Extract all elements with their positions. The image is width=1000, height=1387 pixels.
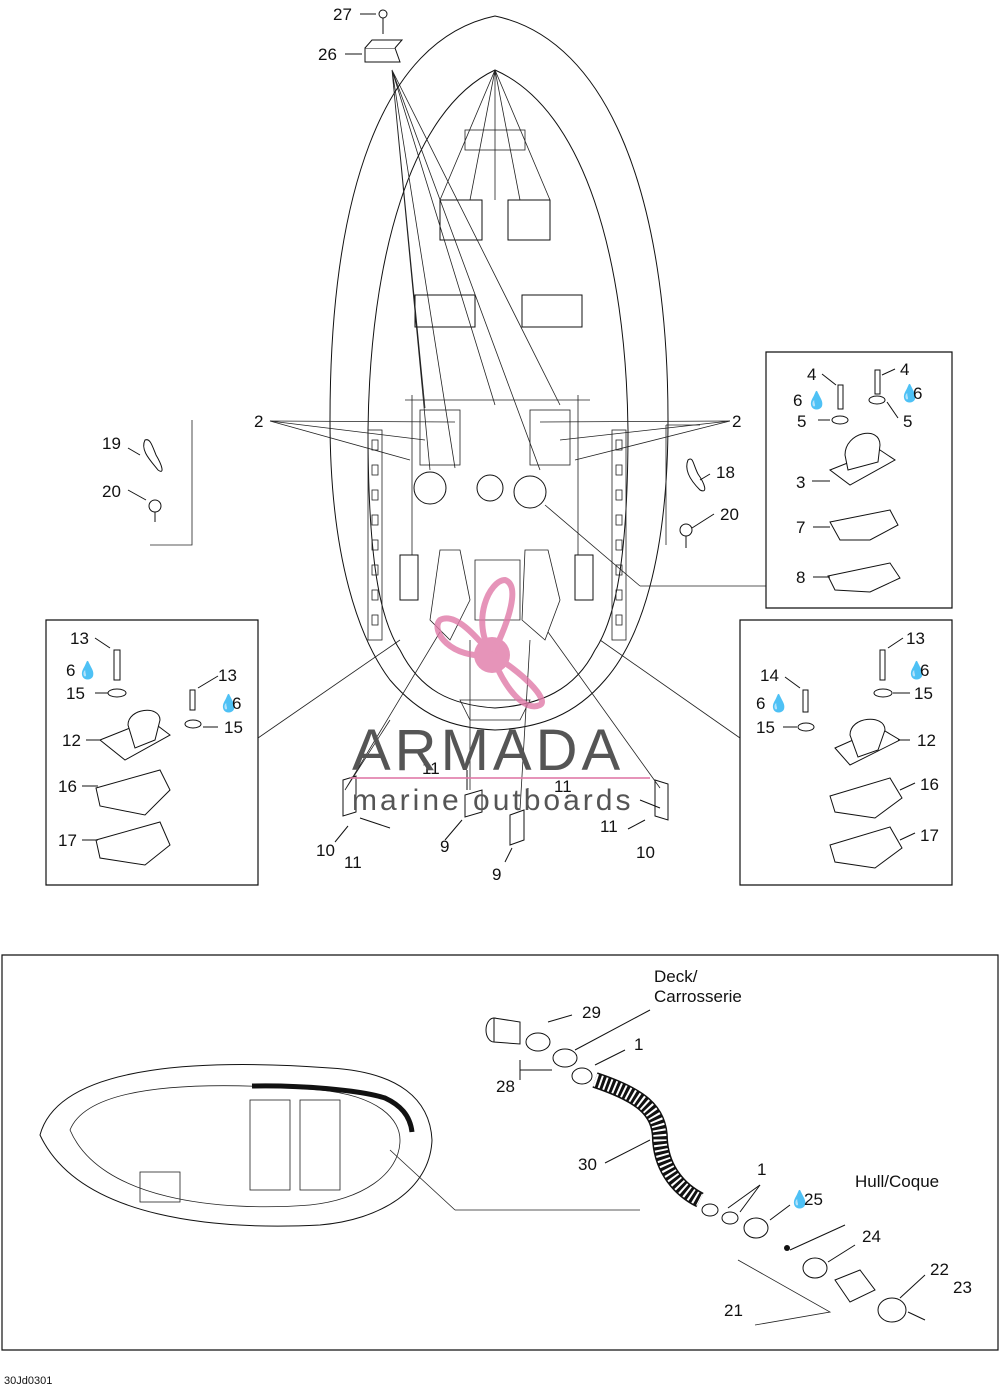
callout-11-a: 11: [422, 759, 440, 778]
oil-drop-icon: 💧: [789, 1189, 810, 1209]
callout-10-a: 10: [316, 841, 335, 860]
callout-17-b: 17: [920, 826, 939, 845]
callout-15-c: 15: [914, 684, 933, 703]
callout-2-left: 2: [254, 412, 263, 431]
detail-box-right-top: [544, 351, 953, 609]
detail-box-right: [599, 619, 953, 886]
drawing-reference: 30Jd0301: [4, 1375, 52, 1387]
callout-5-right: 5: [903, 412, 912, 431]
callout-25: 25: [804, 1190, 823, 1209]
callout-19: 19: [102, 434, 121, 453]
callout-23: 23: [953, 1278, 972, 1297]
vent-section: [1, 954, 999, 1351]
callout-2-leaders: [269, 420, 731, 461]
callout-6-e: 6: [920, 661, 929, 680]
callout-2-right: 2: [732, 412, 741, 431]
callout-18: 18: [716, 463, 735, 482]
callout-labels: 27 26 2 2 19 20 18 20 4 4 6 💧 💧 6 5 5 3 …: [4, 5, 972, 1387]
deck-label-line2: Carrosserie: [654, 987, 742, 1006]
callout-14: 14: [760, 666, 779, 685]
oil-drop-icon: 💧: [806, 390, 827, 410]
callout-20-right: 20: [720, 505, 739, 524]
callout-7: 7: [796, 518, 805, 537]
item-26-27: [345, 9, 561, 471]
callout-29: 29: [582, 1003, 601, 1022]
callout-15-b: 15: [224, 718, 243, 737]
callout-5-left: 5: [797, 412, 806, 431]
callout-28: 28: [496, 1077, 515, 1096]
callout-13-a: 13: [70, 629, 89, 648]
callout-11-c: 11: [600, 817, 618, 836]
hull-label: Hull/Coque: [855, 1172, 939, 1191]
callout-12-b: 12: [917, 731, 936, 750]
callout-20-left: 20: [102, 482, 121, 501]
callout-22: 22: [930, 1260, 949, 1279]
deck-label-line1: Deck/: [654, 967, 698, 986]
detail-18-20: [665, 424, 715, 548]
callout-8: 8: [796, 568, 805, 587]
callout-21: 21: [724, 1301, 743, 1320]
callout-1-b: 1: [757, 1160, 766, 1179]
watermark-title: ARMADA: [352, 718, 624, 783]
callout-11-d: 11: [344, 853, 362, 872]
callout-27: 27: [333, 5, 352, 24]
callout-6-d: 6: [232, 694, 241, 713]
watermark-logo: [350, 576, 650, 779]
callout-1-a: 1: [634, 1035, 643, 1054]
watermark-subtitle: marine outboards: [352, 784, 633, 817]
oil-drop-icon: 💧: [906, 660, 927, 680]
callout-6-right: 6: [913, 384, 922, 403]
callout-24: 24: [862, 1227, 881, 1246]
callout-6-f: 6: [756, 694, 765, 713]
callout-9-a: 9: [440, 837, 449, 856]
detail-box-left: [45, 619, 401, 886]
callout-16-a: 16: [58, 777, 77, 796]
callout-15-a: 15: [66, 684, 85, 703]
callout-30: 30: [578, 1155, 597, 1174]
oil-drop-icon: 💧: [899, 383, 920, 403]
oil-drop-icon: 💧: [77, 660, 98, 680]
callout-3: 3: [796, 473, 805, 492]
callout-13-c: 13: [906, 629, 925, 648]
callout-13-b: 13: [218, 666, 237, 685]
callout-12-a: 12: [62, 731, 81, 750]
oil-drop-icon: 💧: [768, 693, 789, 713]
callout-9-b: 9: [492, 865, 501, 884]
callout-26: 26: [318, 45, 337, 64]
callout-17-a: 17: [58, 831, 77, 850]
callout-4-right: 4: [900, 360, 909, 379]
callout-10-b: 10: [636, 843, 655, 862]
callout-16-b: 16: [920, 775, 939, 794]
callout-11-b: 11: [554, 777, 572, 796]
callout-6-c: 6: [66, 661, 75, 680]
oil-drop-icon: 💧: [218, 693, 239, 713]
detail-19-20: [127, 420, 193, 546]
callout-4-left: 4: [807, 365, 816, 384]
hull-top-view: [329, 15, 669, 731]
callout-15-d: 15: [756, 718, 775, 737]
callout-6-left: 6: [793, 391, 802, 410]
